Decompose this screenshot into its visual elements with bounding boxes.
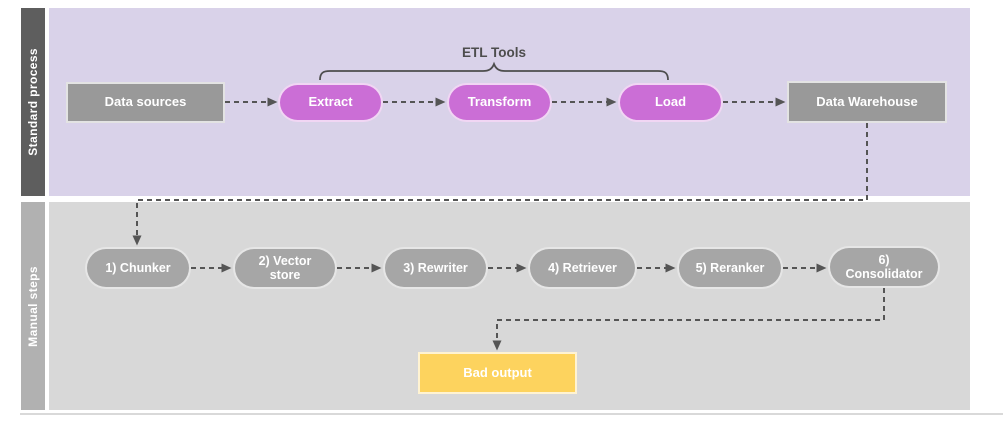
node-data-sources: Data sources — [66, 82, 225, 123]
etl-tools-brace — [319, 61, 669, 81]
node-rewriter-label: 3) Rewriter — [403, 260, 468, 275]
node-consolidator: 6) Consolidator — [828, 246, 940, 288]
node-data-warehouse: Data Warehouse — [787, 81, 947, 123]
node-transform: Transform — [447, 83, 552, 122]
node-chunker: 1) Chunker — [85, 247, 191, 289]
node-extract-label: Extract — [308, 94, 353, 110]
node-data-sources-label: Data sources — [104, 94, 187, 110]
node-bad-output-label: Bad output — [463, 364, 532, 380]
connector-data-warehouse-chunker — [132, 123, 868, 246]
node-consolidator-label: 6) Consolidator — [845, 252, 923, 281]
lane-manual-steps-label-bar: Manual steps — [21, 202, 45, 410]
node-load: Load — [618, 83, 723, 122]
node-rewriter: 3) Rewriter — [383, 247, 488, 289]
node-reranker-label: 5) Reranker — [695, 260, 765, 275]
node-retriever-label: 4) Retriever — [548, 260, 617, 275]
page-divider-line — [20, 413, 1003, 415]
node-bad-output: Bad output — [418, 352, 577, 394]
connector-consolidator-bad-output — [492, 288, 885, 351]
node-extract: Extract — [278, 83, 383, 122]
node-data-warehouse-label: Data Warehouse — [816, 93, 918, 109]
node-transform-label: Transform — [467, 94, 532, 110]
node-chunker-label: 1) Chunker — [105, 260, 171, 275]
lane-standard-process-label-bar: Standard process — [21, 8, 45, 196]
node-load-label: Load — [654, 94, 687, 110]
node-vector-store: 2) Vector store — [233, 247, 337, 289]
node-retriever: 4) Retriever — [528, 247, 637, 289]
node-reranker: 5) Reranker — [677, 247, 783, 289]
etl-tools-label: ETL Tools — [462, 45, 526, 60]
node-vector-store-label: 2) Vector store — [258, 253, 312, 282]
